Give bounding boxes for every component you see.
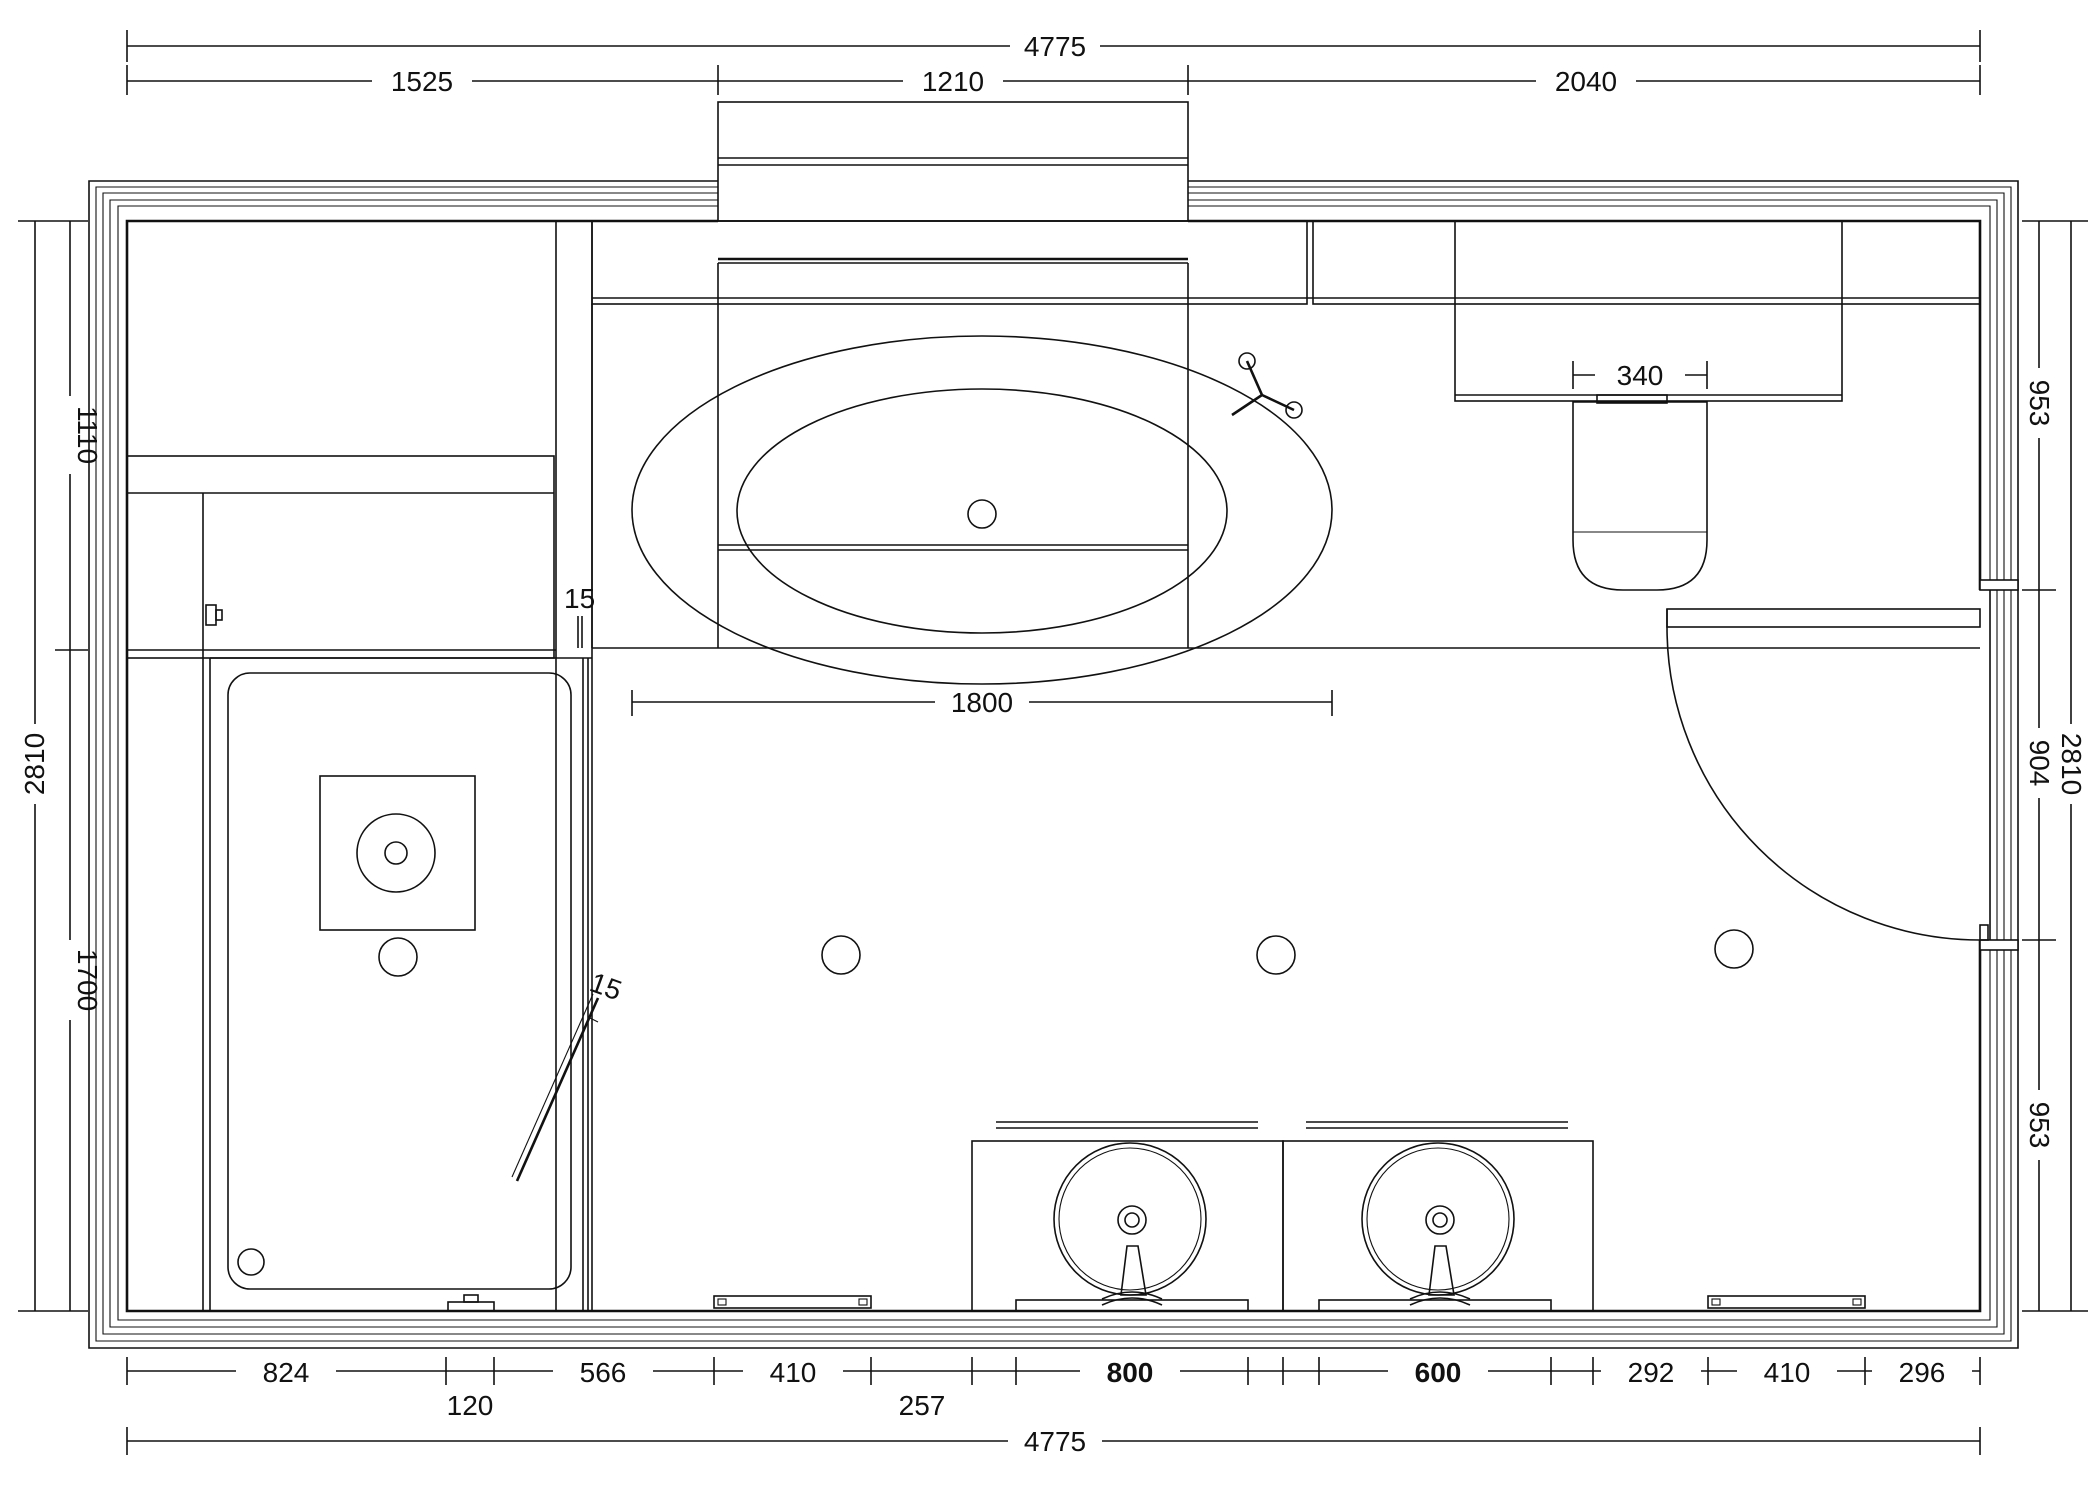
left-lower-dimension: 1700 bbox=[72, 949, 103, 1011]
window-bay bbox=[717, 101, 1189, 264]
dimension-lines bbox=[18, 30, 2088, 1455]
bathtub-drain-icon bbox=[967, 499, 997, 529]
bathtub-mixer-tap bbox=[1231, 352, 1303, 419]
washbasin bbox=[1361, 1142, 1515, 1296]
top-segment-dimension: 2040 bbox=[1555, 66, 1617, 97]
wc-width-dimension: 340 bbox=[1617, 360, 1664, 391]
downlight-icon bbox=[1714, 929, 1754, 969]
bathtub-width-dimension: 1800 bbox=[951, 687, 1013, 718]
washbasin bbox=[1053, 1142, 1207, 1296]
left-total-dimension: 2810 bbox=[19, 733, 50, 795]
bottom-total-dimension: 4775 bbox=[1024, 1426, 1086, 1457]
bottom-dimension: 410 bbox=[770, 1357, 817, 1388]
freestanding-bathtub bbox=[631, 335, 1333, 685]
radiator bbox=[1707, 1295, 1866, 1309]
double-vanity bbox=[971, 1121, 1594, 1312]
dimension-labels: 4775 1525 1210 2040 1110 2810 1700 953 9… bbox=[16, 28, 2090, 1460]
wall-hung-toilet bbox=[1454, 220, 1843, 591]
wardrobe-cabinet bbox=[126, 221, 593, 1311]
basin-tap bbox=[1428, 1245, 1455, 1296]
handle-icon bbox=[205, 604, 217, 626]
bottom-dimension: 410 bbox=[1764, 1357, 1811, 1388]
bottom-dimension: 600 bbox=[1415, 1357, 1462, 1388]
downlights bbox=[821, 929, 1754, 975]
right-upper-dimension: 953 bbox=[2024, 380, 2055, 427]
radiator bbox=[713, 1295, 872, 1309]
shower-valve bbox=[447, 1301, 495, 1312]
gap-dimension: 15 bbox=[564, 583, 595, 614]
top-total-dimension: 4775 bbox=[1024, 31, 1086, 62]
bottom-dimension: 566 bbox=[580, 1357, 627, 1388]
shower-outlet-icon bbox=[384, 841, 408, 865]
bottom-dimension: 296 bbox=[1899, 1357, 1946, 1388]
bottom-dimension: 257 bbox=[899, 1390, 946, 1421]
entry-door bbox=[1666, 608, 1989, 941]
shower-area bbox=[127, 616, 600, 1312]
shower-tray bbox=[227, 672, 572, 1290]
bottom-dimension: 800 bbox=[1107, 1357, 1154, 1388]
left-upper-dimension: 1110 bbox=[72, 406, 103, 464]
downlight-icon bbox=[1256, 935, 1296, 975]
walls bbox=[88, 180, 2019, 1349]
right-lower-dimension: 953 bbox=[2024, 1102, 2055, 1149]
radiators bbox=[713, 1295, 1866, 1309]
bottom-dimension: 120 bbox=[447, 1390, 494, 1421]
top-segment-dimension: 1210 bbox=[922, 66, 984, 97]
right-total-dimension: 2810 bbox=[2056, 733, 2087, 795]
rain-shower-head bbox=[319, 775, 476, 931]
back-ledge bbox=[591, 220, 1981, 649]
right-middle-dimension: 904 bbox=[2024, 740, 2055, 787]
top-segment-dimension: 1525 bbox=[391, 66, 453, 97]
shower-drain-icon bbox=[237, 1248, 265, 1276]
downlight-icon bbox=[378, 937, 418, 977]
basin-tap bbox=[1120, 1245, 1147, 1296]
basin-drain-icon bbox=[1432, 1212, 1448, 1228]
downlight-icon bbox=[821, 935, 861, 975]
bottom-dimension: 824 bbox=[263, 1357, 310, 1388]
basin-drain-icon bbox=[1124, 1212, 1140, 1228]
bottom-dimension: 292 bbox=[1628, 1357, 1675, 1388]
shower-glass-door bbox=[515, 997, 600, 1182]
